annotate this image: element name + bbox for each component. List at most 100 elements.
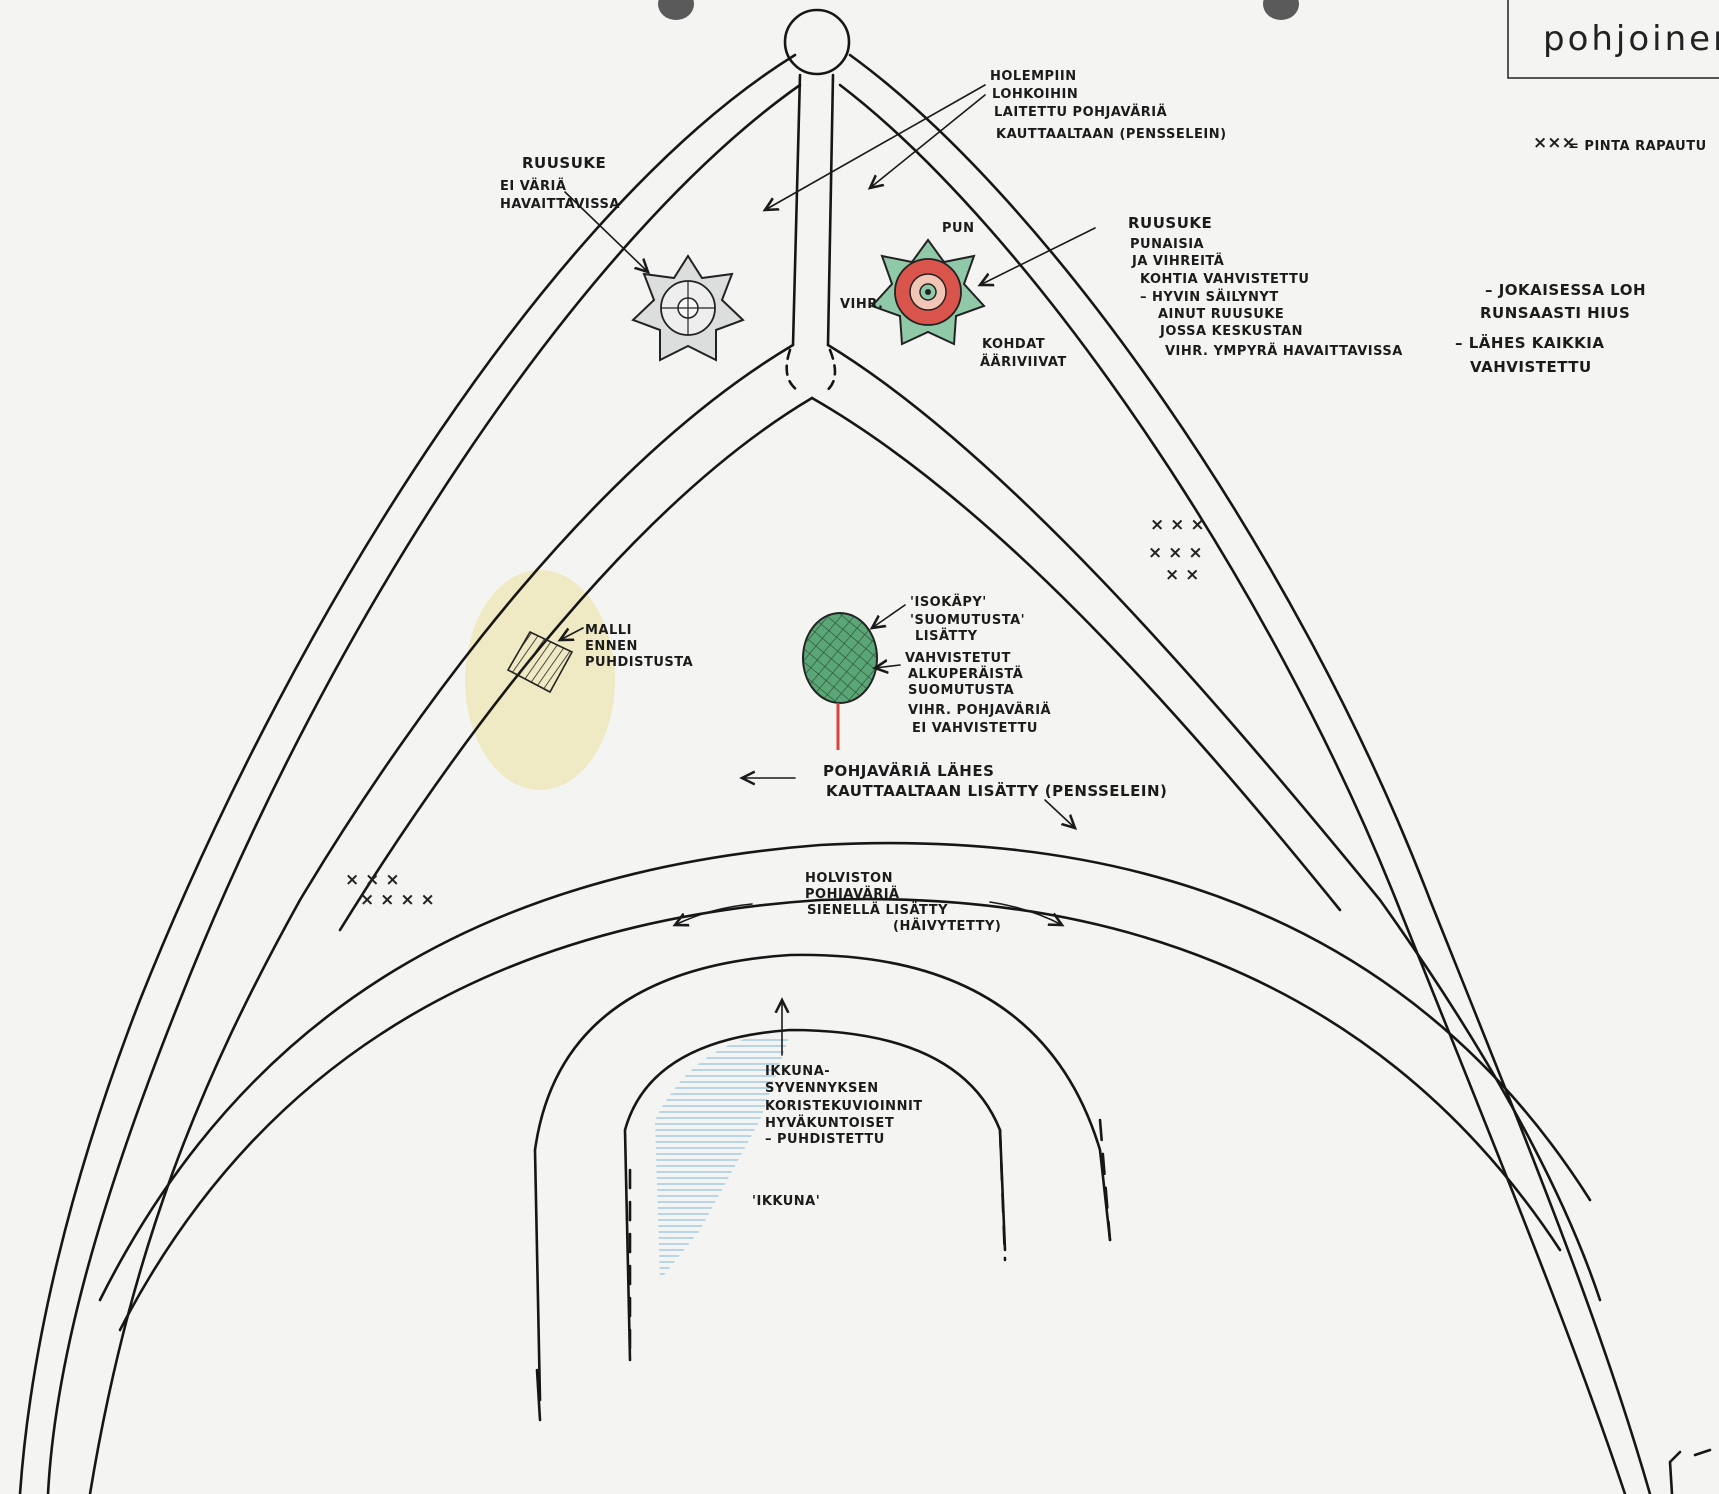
- side-note-line-4: VAHVISTETTU: [1470, 358, 1592, 376]
- punch-hole-left: [658, 0, 694, 20]
- svg-text:ALKUPERÄISTÄ: ALKUPERÄISTÄ: [908, 666, 1023, 682]
- rosette-left: [631, 254, 745, 362]
- svg-text:SIENELLÄ LISÄTTY: SIENELLÄ LISÄTTY: [807, 902, 948, 918]
- rosette-left-arrow: [564, 191, 648, 272]
- svg-text:LOHKOIHIN: LOHKOIHIN: [992, 87, 1078, 102]
- rosette-right-pun: PUN: [942, 221, 974, 236]
- vault-colour-arrow-left: [675, 903, 753, 925]
- rosette-left-note: RUUSUKE EI VÄRIÄ HAVAITTAVISSA: [500, 154, 620, 212]
- svg-text:SYVENNYKSEN: SYVENNYKSEN: [765, 1081, 879, 1096]
- ground-colour-arrow-right: [1044, 799, 1075, 828]
- transverse-arch-inner: [118, 897, 1562, 1332]
- window-recess-outer: [533, 953, 1112, 1402]
- tree-side-arrow: [875, 665, 901, 668]
- rosette-right: [870, 238, 986, 346]
- svg-text:– HYVIN SÄILYNYT: – HYVIN SÄILYNYT: [1140, 289, 1279, 305]
- punch-hole-right: [1263, 0, 1299, 20]
- svg-text:– PUHDISTETTU: – PUHDISTETTU: [765, 1132, 885, 1147]
- svg-text:EI VÄRIÄ: EI VÄRIÄ: [500, 178, 566, 194]
- window-note: IKKUNA- SYVENNYKSEN KORISTEKUVIOINNIT HY…: [765, 1064, 923, 1147]
- vault-colour-arrow-right: [989, 901, 1062, 925]
- svg-text:MALLI: MALLI: [585, 623, 632, 638]
- weathered-marks-right: × × × × × × × ×: [1148, 515, 1205, 585]
- inner-rib-right-lower: [810, 396, 1342, 912]
- svg-text:AINUT RUUSUKE: AINUT RUUSUKE: [1158, 307, 1284, 322]
- outer-rib-left-inner: [46, 83, 802, 1494]
- rosette-right-arrow: [980, 227, 1096, 285]
- side-note-line-2: RUNSAASTI HIUS: [1480, 304, 1630, 322]
- inner-rib-left-upper: [88, 343, 795, 1494]
- window-label: 'IKKUNA': [752, 1194, 820, 1209]
- svg-text:× × ×: × × ×: [1150, 515, 1205, 535]
- window-recess-outer-dash: [1098, 1118, 1112, 1242]
- svg-text:KOHDAT: KOHDAT: [982, 337, 1045, 352]
- legend-box-text: pohjoinen: [1543, 19, 1719, 59]
- ribs-note-arrow-1: [765, 84, 986, 210]
- outer-rib-left-outer: [18, 53, 797, 1494]
- svg-text:HOLEMPIIN: HOLEMPIIN: [990, 69, 1077, 84]
- svg-text:EI VAHVISTETTU: EI VAHVISTETTU: [912, 721, 1038, 736]
- svg-text:'SUOMUTUSTA': 'SUOMUTUSTA': [910, 613, 1025, 628]
- legend-key-text: = PINTA RAPAUTU: [1568, 139, 1707, 154]
- svg-text:PUNAISIA: PUNAISIA: [1130, 237, 1204, 252]
- svg-text:JOSSA KESKUSTAN: JOSSA KESKUSTAN: [1159, 324, 1303, 339]
- cleaning-sample: [506, 630, 574, 694]
- svg-text:ENNEN: ENNEN: [585, 639, 638, 654]
- side-note-line-1: – JOKAISESSA LOH: [1485, 281, 1646, 299]
- svg-text:HYVÄKUNTOISET: HYVÄKUNTOISET: [765, 1115, 894, 1131]
- svg-text:HAVAITTAVISSA: HAVAITTAVISSA: [500, 197, 620, 212]
- sample-note: MALLI ENNEN PUHDISTUSTA: [585, 623, 693, 670]
- outer-rib-right-inner: [838, 83, 1627, 1494]
- sample-arrow: [560, 627, 584, 640]
- svg-text:PUHDISTUSTA: PUHDISTUSTA: [585, 655, 693, 670]
- svg-text:KOHTIA VAHVISTETTU: KOHTIA VAHVISTETTU: [1140, 272, 1309, 287]
- window-leg-left: [535, 1368, 542, 1422]
- central-rib-left: [791, 73, 802, 347]
- svg-text:SUOMUTUSTA: SUOMUTUSTA: [908, 683, 1014, 698]
- junction-boss: [785, 348, 837, 394]
- inner-rib-left-lower: [338, 396, 814, 932]
- transverse-arch-outer: [98, 841, 1592, 1302]
- rosette-right-kohdat: KOHDAT ÄÄRIVIIVAT: [980, 337, 1067, 370]
- svg-text:VIHR. POHJAVÄRIÄ: VIHR. POHJAVÄRIÄ: [908, 702, 1051, 718]
- svg-text:KORISTEKUVIOINNIT: KORISTEKUVIOINNIT: [765, 1099, 923, 1114]
- svg-text:KAUTTAALTAAN LISÄTTY (PENSSELE: KAUTTAALTAAN LISÄTTY (PENSSELEIN): [826, 781, 1167, 800]
- legend-box: [1507, 0, 1719, 79]
- svg-text:× × × ×: × × × ×: [360, 890, 435, 910]
- weathered-marks-left: × × × × × × ×: [345, 870, 435, 910]
- ribs-note-arrow-2: [870, 94, 986, 188]
- svg-text:KAUTTAALTAAN (PENSSELEIN): KAUTTAALTAAN (PENSSELEIN): [996, 127, 1227, 142]
- svg-text:HOLVISTON: HOLVISTON: [805, 871, 893, 886]
- window-recess-inner-dash: [628, 1128, 1007, 1362]
- tree-top-note: 'ISOKÄPY' 'SUOMUTUSTA' LISÄTTY: [910, 594, 1025, 644]
- rosette-right-vihr: VIHR.: [840, 297, 883, 312]
- svg-text:POHJAVÄRIÄ LÄHES: POHJAVÄRIÄ LÄHES: [823, 761, 994, 780]
- svg-text:× × ×: × × ×: [345, 870, 400, 890]
- rosette-right-note: RUUSUKE PUNAISIA JA VIHREITÄ KOHTIA VAHV…: [1128, 214, 1403, 359]
- window-blue-wash: [655, 1035, 790, 1280]
- inner-rib-right-upper: [826, 343, 1602, 1302]
- svg-text:LAITETTU POHJAVÄRIÄ: LAITETTU POHJAVÄRIÄ: [994, 104, 1167, 120]
- crown-boss: [783, 8, 851, 76]
- tree-crown-hatch: [803, 613, 877, 703]
- svg-text:× × ×: × × ×: [1148, 543, 1203, 563]
- svg-text:LISÄTTY: LISÄTTY: [915, 628, 978, 644]
- svg-text:POHJAVÄRIÄ: POHJAVÄRIÄ: [805, 886, 900, 902]
- svg-text:VAHVISTETUT: VAHVISTETUT: [905, 651, 1011, 666]
- svg-text:RUUSUKE: RUUSUKE: [522, 154, 606, 172]
- legend-key-symbol: ×××: [1533, 133, 1576, 153]
- svg-text:(HÄIVYTETTY): (HÄIVYTETTY): [893, 918, 1001, 934]
- side-note-line-3: – LÄHES KAIKKIA: [1455, 333, 1604, 352]
- window-recess-inner: [623, 1028, 1007, 1362]
- svg-text:ÄÄRIVIIVAT: ÄÄRIVIIVAT: [980, 354, 1067, 370]
- svg-text:× ×: × ×: [1165, 565, 1199, 585]
- ribs-note: HOLEMPIIN LOHKOIHIN LAITETTU POHJAVÄRIÄ …: [990, 69, 1227, 142]
- tree-side-note: VAHVISTETUT ALKUPERÄISTÄ SUOMUTUSTA VIHR…: [905, 651, 1051, 736]
- outer-rib-right-outer: [848, 53, 1652, 1494]
- svg-text:VIHR. YMPYRÄ HAVAITTAVISSA: VIHR. YMPYRÄ HAVAITTAVISSA: [1165, 343, 1403, 359]
- vault-colour-note: HOLVISTON POHJAVÄRIÄ SIENELLÄ LISÄTTY (H…: [805, 871, 1001, 934]
- svg-text:IKKUNA-: IKKUNA-: [765, 1064, 830, 1079]
- corner-bracket: [1668, 1448, 1712, 1494]
- svg-text:'ISOKÄPY': 'ISOKÄPY': [910, 594, 987, 610]
